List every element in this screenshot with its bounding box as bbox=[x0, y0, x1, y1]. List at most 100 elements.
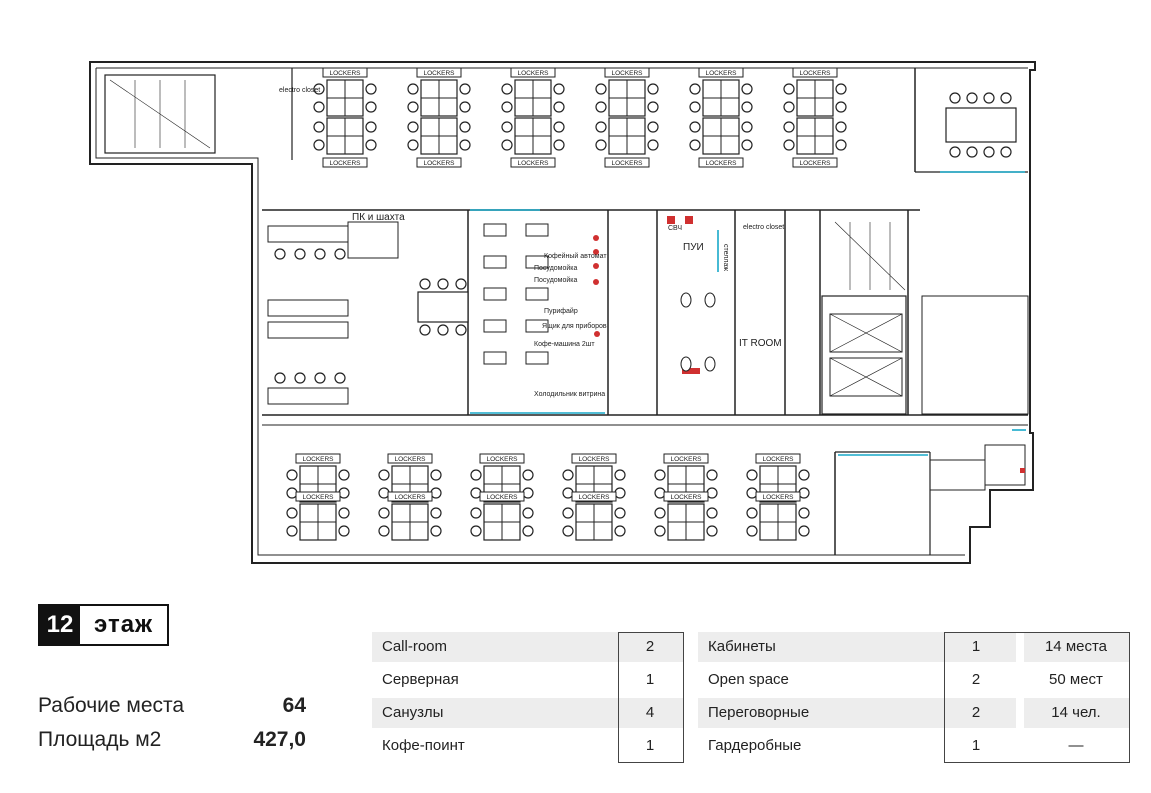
lockers-label: LOCKERS bbox=[517, 160, 549, 167]
chair bbox=[313, 139, 325, 151]
bar-stool-row bbox=[483, 255, 507, 269]
row-count: 4 bbox=[645, 704, 655, 721]
lockers-label: LOCKERS bbox=[329, 160, 361, 167]
chair bbox=[274, 248, 286, 260]
chair bbox=[459, 139, 471, 151]
lockers-box bbox=[322, 157, 368, 168]
coffee-label-3: Посудомойка bbox=[534, 276, 578, 284]
chair bbox=[689, 139, 701, 151]
lockers-label: LOCKERS bbox=[670, 494, 702, 501]
table-row-extra: 50 мест bbox=[1024, 665, 1130, 695]
chair bbox=[470, 525, 482, 537]
plan-labels: electro closet electro closet ПК и шахта… bbox=[279, 87, 784, 398]
chair bbox=[741, 101, 753, 113]
chair bbox=[741, 139, 753, 151]
chair bbox=[338, 525, 350, 537]
table-row: Кабинеты 1 bbox=[698, 632, 1016, 662]
chair bbox=[365, 101, 377, 113]
lockers-box bbox=[295, 453, 341, 464]
lockers-label: LOCKERS bbox=[705, 70, 737, 77]
chair bbox=[647, 83, 659, 95]
shaft-box bbox=[347, 221, 399, 259]
table-row: Open space 2 bbox=[698, 665, 1016, 695]
chair bbox=[286, 469, 298, 481]
chair bbox=[647, 139, 659, 151]
chair bbox=[553, 139, 565, 151]
chair bbox=[783, 83, 795, 95]
chair bbox=[313, 121, 325, 133]
lockers-label: LOCKERS bbox=[799, 70, 831, 77]
lockers-label: LOCKERS bbox=[762, 494, 794, 501]
lockers-box bbox=[792, 157, 838, 168]
chair bbox=[654, 507, 666, 519]
chair bbox=[378, 469, 390, 481]
table-row: Гардеробные 1 bbox=[698, 731, 1016, 761]
chair bbox=[470, 469, 482, 481]
chair bbox=[501, 101, 513, 113]
lockers-box bbox=[387, 491, 433, 502]
electro-closet-label-2: electro closet bbox=[743, 224, 784, 231]
lockers-box bbox=[571, 453, 617, 464]
count-extra-border bbox=[944, 632, 1130, 763]
lockers-label: LOCKERS bbox=[486, 456, 518, 463]
office-desk bbox=[267, 321, 349, 339]
floor-badge: 12 этаж bbox=[38, 604, 170, 646]
chair bbox=[783, 101, 795, 113]
chair bbox=[595, 83, 607, 95]
chair bbox=[430, 469, 442, 481]
row-label: Кабинеты bbox=[708, 638, 776, 655]
chair bbox=[286, 507, 298, 519]
chair bbox=[294, 372, 306, 384]
stat-value: 64 bbox=[282, 694, 306, 717]
chair bbox=[553, 121, 565, 133]
chair bbox=[553, 83, 565, 95]
chair bbox=[314, 248, 326, 260]
chair bbox=[313, 83, 325, 95]
row-label: Call-room bbox=[382, 638, 448, 655]
chair bbox=[553, 101, 565, 113]
chair bbox=[614, 507, 626, 519]
chair bbox=[614, 525, 626, 537]
chair bbox=[407, 101, 419, 113]
bar-stool-row bbox=[525, 351, 549, 365]
stat-area: Площадь м2 427,0 bbox=[38, 728, 306, 752]
chair bbox=[459, 101, 471, 113]
lockers-box bbox=[479, 491, 525, 502]
chair bbox=[689, 121, 701, 133]
row-extra: 14 чел. bbox=[1051, 704, 1101, 721]
chair bbox=[798, 469, 810, 481]
lockers-box bbox=[698, 67, 744, 78]
chair bbox=[419, 278, 431, 290]
chair bbox=[274, 372, 286, 384]
chair bbox=[294, 248, 306, 260]
coffee-label-4: Пурифайр bbox=[544, 307, 578, 315]
chair bbox=[741, 121, 753, 133]
chair bbox=[595, 101, 607, 113]
lockers-label: LOCKERS bbox=[578, 494, 610, 501]
chair bbox=[689, 83, 701, 95]
lockers-label: LOCKERS bbox=[705, 160, 737, 167]
lockers-label: LOCKERS bbox=[762, 456, 794, 463]
chair bbox=[835, 83, 847, 95]
row-label: Кофе-поинт bbox=[382, 737, 465, 754]
chair bbox=[647, 101, 659, 113]
chair bbox=[983, 146, 995, 158]
chair bbox=[595, 121, 607, 133]
row-count: 2 bbox=[971, 704, 981, 721]
bar-stool-row bbox=[483, 223, 507, 237]
chair bbox=[378, 507, 390, 519]
chair bbox=[783, 139, 795, 151]
chair bbox=[983, 92, 995, 104]
row-extra: 14 места bbox=[1044, 638, 1108, 655]
chair bbox=[835, 121, 847, 133]
building-walls bbox=[89, 61, 1036, 564]
meeting-table bbox=[417, 291, 469, 323]
chair bbox=[595, 139, 607, 151]
chair bbox=[783, 121, 795, 133]
chair bbox=[1000, 146, 1012, 158]
chair bbox=[647, 121, 659, 133]
chair bbox=[430, 507, 442, 519]
chair bbox=[455, 324, 467, 336]
table-row: Санузлы 4 bbox=[372, 698, 684, 728]
lockers-box bbox=[698, 157, 744, 168]
